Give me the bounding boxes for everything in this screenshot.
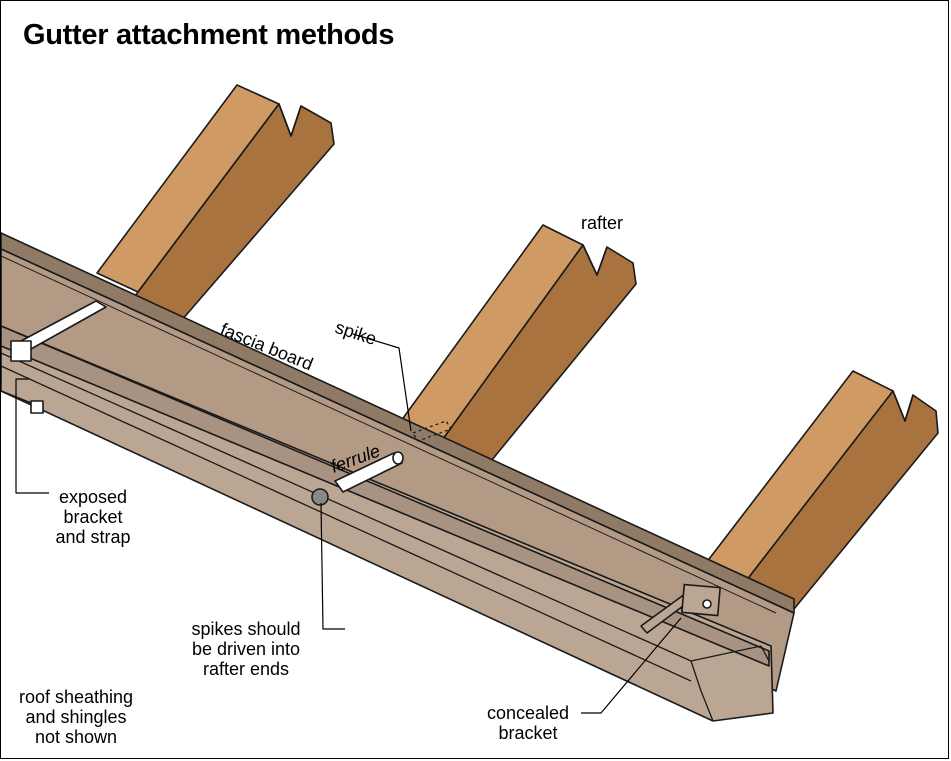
gutter xyxy=(1,325,774,722)
rafter-label: rafter xyxy=(581,213,624,233)
leader-lines xyxy=(15,333,682,714)
spike-head xyxy=(311,488,329,506)
rafter-1 xyxy=(96,84,335,322)
rafter-2 xyxy=(400,224,637,467)
sheathing-note-label: roof sheathing and shingles not shown xyxy=(18,687,134,747)
spikes-note-label: spikes should be driven into rafter ends xyxy=(191,619,301,679)
ferrule xyxy=(334,451,404,493)
page-title: Gutter attachment methods xyxy=(23,19,395,51)
exposed-strap xyxy=(10,300,107,414)
exposed-bracket-label: exposed bracket and strap xyxy=(55,487,131,547)
concealed-bracket-label: concealed bracket xyxy=(486,703,570,743)
concealed-bracket xyxy=(640,583,721,634)
rafter-3 xyxy=(705,370,939,610)
spike xyxy=(412,420,452,442)
